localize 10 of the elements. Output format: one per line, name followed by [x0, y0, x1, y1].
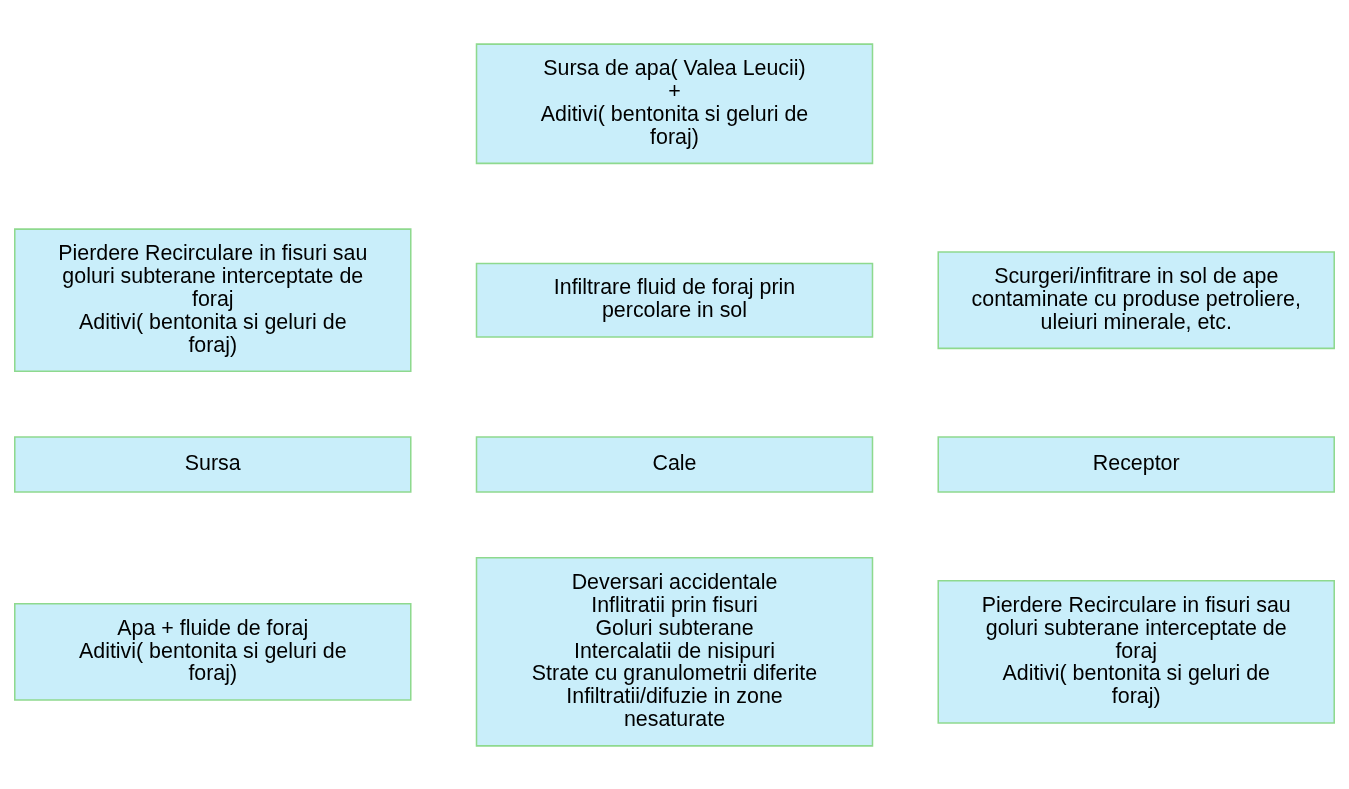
node-box: Pierdere Recirculare in fisuri sau goluri subterane interceptate de foraj Aditivi( bentonita si geluri de foraj) — [14, 227, 412, 372]
node-box: Scurgeri/infitrare in sol de ape contaminate cu produse petroliere, uleiuri minerale, etc. — [937, 250, 1335, 349]
node-box: Sursa — [14, 435, 412, 493]
node-box: Cale — [475, 435, 874, 493]
node-box: Pierdere Recirculare in fisuri sau goluri subterane interceptate de foraj Aditivi( bentonita si geluri de foraj) — [937, 579, 1335, 724]
node-box: Sursa de apa( Valea Leucii) + Aditivi( bentonita si geluri de foraj) — [475, 42, 874, 164]
node-box: Deversari accidentale Inflitratii prin fisuri Goluri subterane Intercalatii de nisipuri Strate cu granulometrii diferite Infiltratii/difuzie in zone nesaturate — [475, 556, 874, 747]
node-box: Apa + fluide de foraj Aditivi( bentonita si geluri de foraj) — [14, 602, 412, 701]
node-box: Infiltrare fluid de foraj prin percolare in sol — [475, 262, 874, 338]
node-box: Receptor — [937, 435, 1335, 493]
